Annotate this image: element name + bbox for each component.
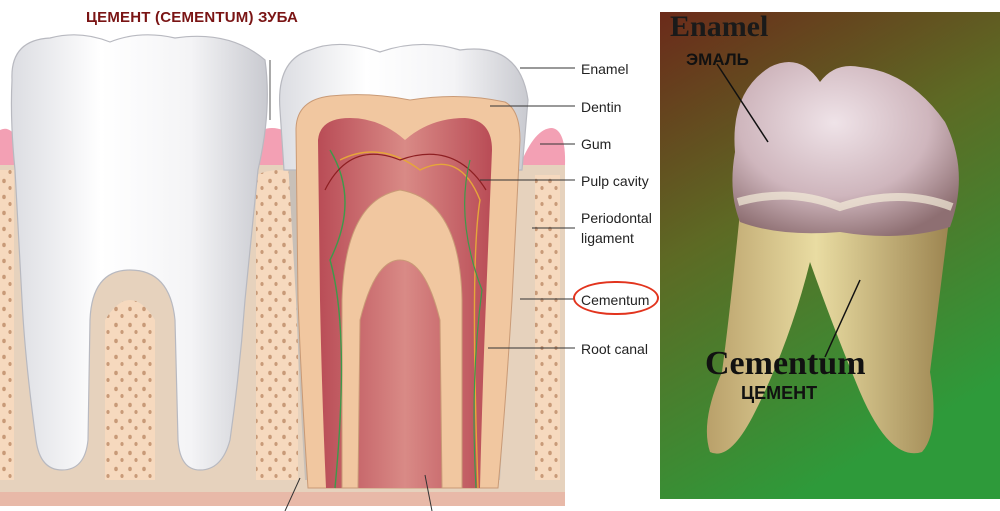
label-pulp-cavity: Pulp cavity bbox=[581, 173, 649, 189]
photo-label-cementum-en: Cementum bbox=[705, 345, 866, 382]
gum-right bbox=[520, 128, 566, 165]
label-periodontal: Periodontal bbox=[581, 210, 652, 226]
bone-between-teeth bbox=[256, 170, 298, 480]
photo-tooth-roots bbox=[706, 212, 950, 454]
photo-label-enamel-ru: ЭМАЛЬ bbox=[686, 50, 749, 69]
photo-label-cementum-ru: ЦЕМЕНТ bbox=[741, 383, 818, 403]
label-gum: Gum bbox=[581, 136, 612, 152]
left-tooth bbox=[10, 34, 268, 471]
leader-lines bbox=[284, 67, 575, 511]
nerve-green-2 bbox=[464, 159, 483, 489]
label-enamel: Enamel bbox=[581, 61, 629, 77]
label-ligament: ligament bbox=[581, 230, 634, 246]
nerve-orange bbox=[339, 151, 481, 489]
nerve-green bbox=[329, 149, 346, 489]
nerve-red bbox=[324, 153, 487, 191]
molar-photo bbox=[660, 12, 1000, 499]
cementum-highlight-circle bbox=[573, 281, 659, 315]
photo-label-enamel-en: Enamel bbox=[670, 10, 769, 43]
label-root-canal: Root canal bbox=[581, 341, 648, 357]
diagram-title: ЦЕМЕНТ (CEMENTUM) ЗУБА bbox=[86, 9, 299, 26]
bone-left bbox=[0, 170, 14, 480]
bone-right bbox=[535, 175, 560, 480]
tooth-anatomy-diagram bbox=[0, 34, 575, 511]
bone-between-roots-left bbox=[105, 300, 155, 480]
label-dentin: Dentin bbox=[581, 99, 622, 115]
inner-dentin-arch bbox=[341, 189, 463, 489]
label-cementum: Cementum bbox=[581, 292, 650, 308]
